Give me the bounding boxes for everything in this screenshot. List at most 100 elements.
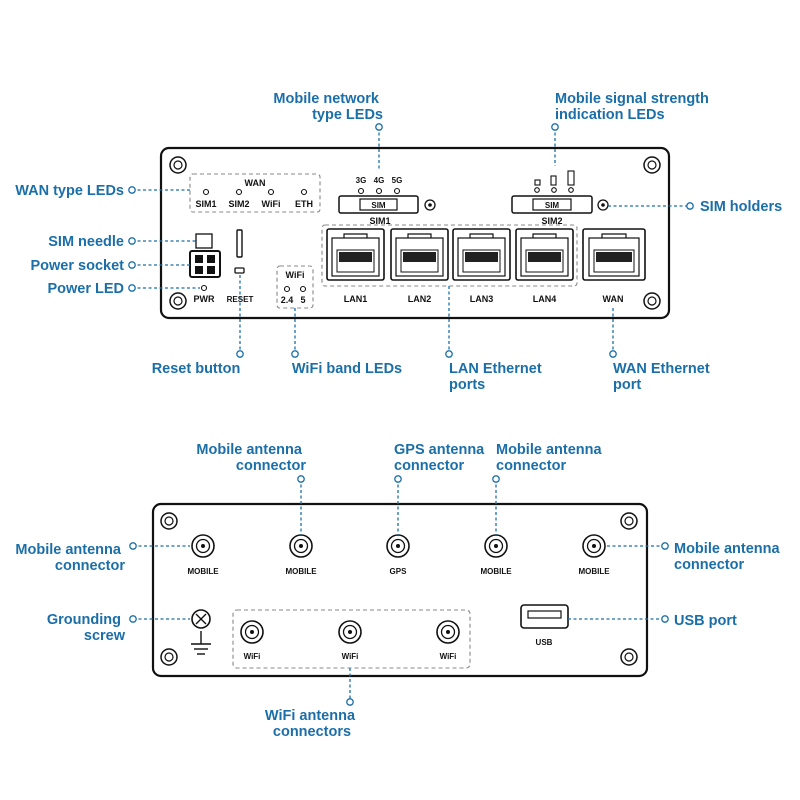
wifi-led-group-box [276,265,314,309]
corner-screws-back [160,512,638,666]
led-5g-icon [393,187,401,195]
wan-port [582,228,646,281]
pwr-label: PWR [194,294,215,304]
callout-grounding-screw: Grounding screw [47,612,126,644]
antenna-label: MOBILE [285,567,317,576]
usb-port-icon [520,604,569,629]
antenna-connector-icon [338,620,362,644]
sim2-tray [532,198,572,211]
wifi-24-led-icon [283,285,291,293]
back-panel-body [151,502,649,678]
antenna-connector-icon [582,534,606,558]
callout-mobile-signal-strength: Mobile signal strength indication LEDs [555,91,713,123]
callout-power-socket: Power socket [31,258,125,274]
led-4g-icon [375,187,383,195]
wan-led-label: SIM2 [228,199,249,209]
wifi-led-title: WiFi [286,270,305,280]
lan-port-label: LAN1 [344,294,368,304]
antenna-label: GPS [390,567,408,576]
wan-led-label: SIM1 [195,199,216,209]
lan-port-label: LAN2 [408,294,432,304]
callout-gps-antenna: GPS antenna connector [394,442,488,474]
lan-port-label: LAN3 [470,294,494,304]
callout-mobile-network-type: Mobile network type LEDs [273,91,383,123]
power-pin-icon [207,266,215,274]
signal-dot-3-icon [568,187,574,193]
antenna-connector-icon [436,620,460,644]
antenna-label: WiFi [244,652,261,661]
power-socket-icon [189,250,221,278]
net-type-label: 3G [356,176,367,185]
callout-mobile-antenna-left: Mobile antenna connector [15,542,125,574]
led-wifi-icon [267,188,275,196]
callout-reset-button: Reset button [152,361,241,377]
wan-led-label: ETH [295,199,313,209]
lan-port [326,228,385,281]
callout-sim-needle: SIM needle [48,234,124,250]
grounding-screw-icon [191,609,211,655]
led-3g-icon [357,187,365,195]
wan-led-title: WAN [245,178,266,188]
sim2-label: SIM2 [541,216,562,226]
wifi-antenna-connectors: WiFi WiFi WiFi [240,620,460,661]
callout-mobile-antenna-right: Mobile antenna connector [674,541,784,573]
callout-lan-ethernet-ports: LAN Ethernet ports [449,361,546,393]
leader-lines [128,123,694,706]
sim2-eject-pin-icon [601,203,605,207]
lan-labels: LAN1 LAN2 LAN3 LAN4 [344,294,557,304]
callout-wan-ethernet-port: WAN Ethernet port [613,361,714,393]
led-eth-icon [300,188,308,196]
led-sim2-icon [235,188,243,196]
signal-led-1-icon [534,179,541,186]
antenna-label: MOBILE [480,567,512,576]
lan-port [515,228,574,281]
callout-mobile-antenna-top-right: Mobile antenna connector [496,442,606,474]
lan-port [390,228,449,281]
callout-power-led: Power LED [47,281,124,297]
antenna-connector-icon [289,534,313,558]
corner-screws-front [169,156,661,310]
sim-needle-icon [195,233,213,249]
wifi-antenna-box [232,609,471,669]
net-type-label: 5G [392,176,403,185]
front-panel: WAN SIM1 SIM2 WiFi ETH 3G 4G 5G SIM SIM1 [159,146,671,320]
reset-button-icon [234,267,245,274]
antenna-connector-icon [240,620,264,644]
lan-port [452,228,511,281]
callout-mobile-antenna-top-left: Mobile antenna connector [196,442,306,474]
usb-label: USB [536,638,553,647]
lan-port-label: LAN4 [533,294,557,304]
callout-wifi-antenna-connectors: WiFi antenna connectors [265,708,359,740]
callout-sim-holders: SIM holders [700,199,782,215]
wan-led-label: WiFi [262,199,281,209]
wan-led-group-box [189,173,321,213]
wifi-band-label: 2.4 [281,295,294,305]
callouts: Mobile network type LEDs Mobile signal s… [15,91,784,740]
wifi-band-label: 5 [300,295,305,305]
wan-port-label: WAN [603,294,624,304]
signal-dot-2-icon [551,187,557,193]
sim2-slot-label: SIM [545,201,560,210]
antenna-label: WiFi [440,652,457,661]
sim1-slot-label: SIM [371,201,386,210]
antenna-label: WiFi [342,652,359,661]
signal-led-2-icon [550,175,557,186]
sim1-label: SIM1 [369,216,390,226]
power-pin-icon [195,255,203,263]
antenna-connector-icon [191,534,215,558]
antenna-connector-icon [484,534,508,558]
antenna-label: MOBILE [187,567,219,576]
signal-led-3-icon [567,170,575,186]
reset-slot-icon [236,229,243,258]
net-type-label: 4G [374,176,385,185]
signal-dot-1-icon [534,187,540,193]
callout-wan-type-leds: WAN type LEDs [15,183,124,199]
power-pin-icon [207,255,215,263]
power-pin-icon [195,266,203,274]
antenna-connector-icon [386,534,410,558]
sim1-eject-pin-icon [428,203,432,207]
callout-usb-port: USB port [674,613,737,629]
